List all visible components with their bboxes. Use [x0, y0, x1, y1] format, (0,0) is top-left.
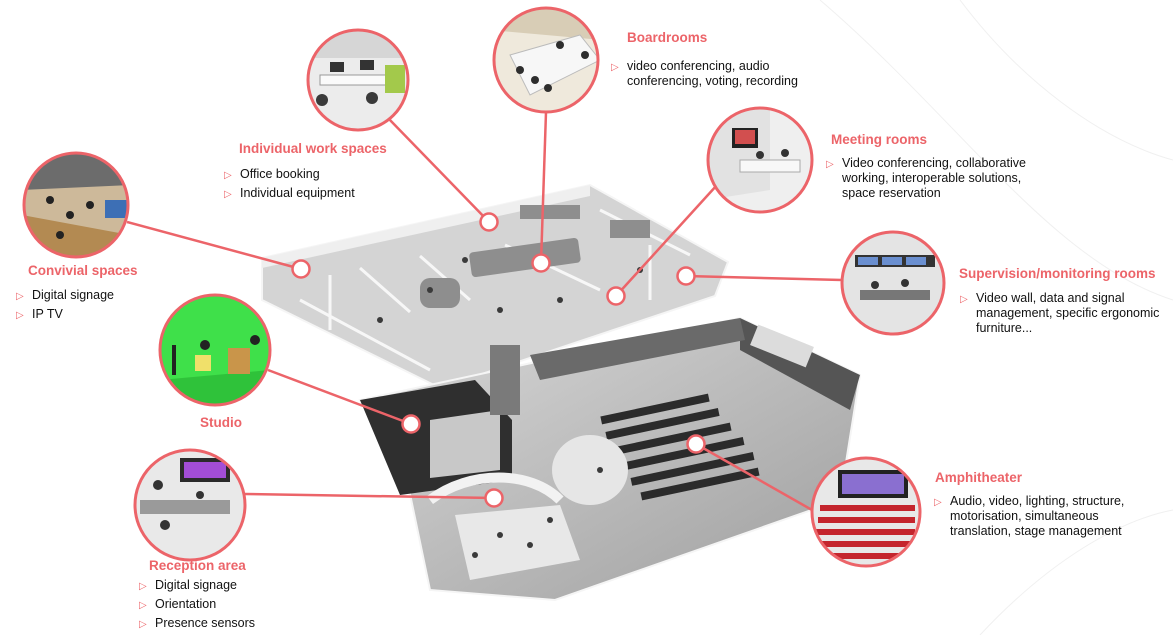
building-floorplan: [261, 183, 862, 602]
marker-amphi: [686, 434, 706, 454]
list-item: ▷Audio, video, lighting, structure, moto…: [934, 494, 1125, 538]
convivial-spaces-title: Convivial spaces: [28, 263, 138, 278]
work-spaces-list: ▷Office booking ▷Individual equipment: [224, 167, 404, 205]
amphitheater-list: ▷Audio, video, lighting, structure, moto…: [934, 494, 1139, 543]
convivial-spaces-photo: [22, 151, 130, 259]
bullet-icon: ▷: [139, 619, 147, 630]
marker-studio: [401, 414, 421, 434]
bullet-icon: ▷: [16, 291, 24, 302]
background-decor: [819, 0, 1173, 635]
list-item: ▷video conferencing, audio conferencing,…: [611, 59, 798, 88]
bullet-icon: ▷: [139, 600, 147, 611]
bullet-icon: ▷: [960, 294, 968, 305]
supervision-rooms-list: ▷Video wall, data and signal management,…: [960, 291, 1170, 340]
list-item: ▷Presence sensors: [139, 616, 256, 630]
list-item: ▷Office booking: [224, 167, 320, 181]
amphitheater-photo: [810, 456, 922, 568]
studio-title: Studio: [200, 415, 242, 430]
boardrooms-title: Boardrooms: [627, 30, 708, 45]
boardrooms-list: ▷video conferencing, audio conferencing,…: [611, 59, 811, 93]
convivial-spaces-list: ▷Digital signage ▷IP TV: [16, 288, 156, 326]
bullet-icon: ▷: [16, 310, 24, 321]
meeting-rooms-photo: [706, 106, 814, 214]
reception-area-title: Reception area: [149, 558, 246, 573]
boardrooms-photo: [492, 6, 600, 114]
meeting-rooms-title: Meeting rooms: [831, 132, 928, 147]
bullet-icon: ▷: [611, 62, 619, 73]
amphitheater-title: Amphitheater: [935, 470, 1023, 485]
marker-meeting: [606, 286, 626, 306]
connector-lines: [126, 111, 843, 512]
work-spaces-title: Individual work spaces: [239, 141, 387, 156]
list-item: ▷Video wall, data and signal management,…: [960, 291, 1160, 335]
marker-boardrooms: [531, 253, 551, 273]
list-item: ▷Digital signage: [16, 288, 114, 302]
marker-convivial: [291, 259, 311, 279]
bullet-icon: ▷: [139, 581, 147, 592]
bullet-icon: ▷: [224, 189, 232, 200]
work-spaces-photo: [306, 28, 410, 132]
bullet-icon: ▷: [826, 159, 834, 170]
reception-area-photo: [133, 448, 247, 562]
list-item: ▷Digital signage: [139, 578, 237, 592]
marker-reception: [484, 488, 504, 508]
reception-area-list: ▷Digital signage ▷Orientation ▷Presence …: [139, 578, 299, 635]
amphi-screen: [750, 324, 814, 368]
list-item: ▷Orientation: [139, 597, 217, 611]
supervision-rooms-title: Supervision/monitoring rooms: [959, 266, 1156, 281]
supervision-rooms-photo: [840, 230, 946, 336]
marker-work: [479, 212, 499, 232]
list-item: ▷Video conferencing, collaborative worki…: [826, 156, 1026, 200]
bullet-icon: ▷: [224, 170, 232, 181]
marker-dots: [291, 212, 706, 508]
marker-supervision: [676, 266, 696, 286]
studio-photo: [158, 293, 272, 407]
meeting-rooms-list: ▷Video conferencing, collaborative worki…: [826, 156, 1046, 205]
list-item: ▷IP TV: [16, 307, 63, 321]
bullet-icon: ▷: [934, 497, 942, 508]
list-item: ▷Individual equipment: [224, 186, 355, 200]
